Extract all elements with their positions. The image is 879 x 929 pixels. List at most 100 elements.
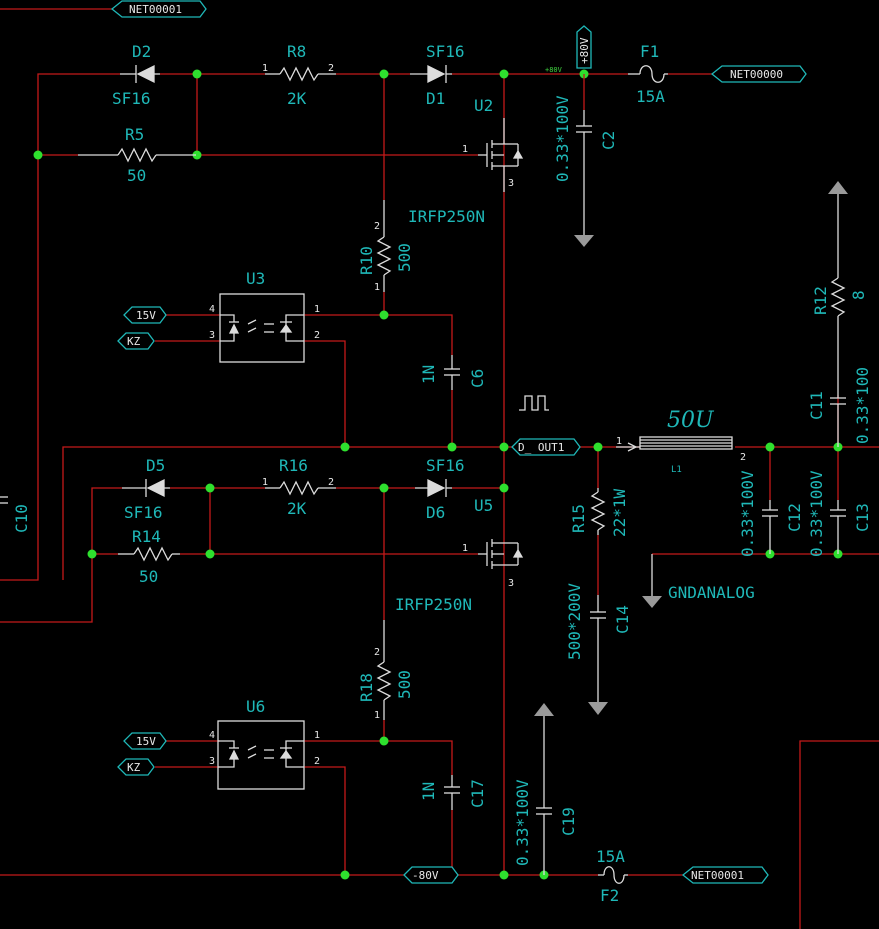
u3-ref: U3 [246,269,265,288]
c14-ref: C14 [613,605,632,634]
port-top-net[interactable]: NET00001 [110,0,207,18]
c12-ref: C12 [785,503,804,532]
c19-value: 0.33*100V [513,779,532,866]
port-plus80[interactable]: +80V [576,25,592,69]
fuse-f1[interactable] [628,65,668,83]
net-label-plus80: +80V [545,66,563,74]
ground-arrows [534,74,848,875]
port-u6-15v[interactable]: 15V [123,732,167,750]
capacitor-c11[interactable] [830,380,846,447]
r14-value: 50 [139,567,158,586]
c13-ref: C13 [853,503,872,532]
port-top-net-label: NET00001 [129,3,182,16]
resistor-r16[interactable] [265,480,336,496]
fuse-f2[interactable] [598,866,628,884]
resistor-r12[interactable] [830,270,846,380]
resistor-r8[interactable] [265,66,336,82]
c17-ref: C17 [468,779,487,808]
diode-d1[interactable] [410,64,452,84]
f2-value: 15A [596,847,625,866]
r5-ref: R5 [125,125,144,144]
resistor-r18[interactable] [376,620,392,720]
r10-pin2: 2 [374,221,380,232]
f2-ref: F2 [600,886,619,905]
c14-value: 500*200V [565,583,584,660]
capacitor-c19[interactable] [536,790,552,825]
port-u6-kz-label: KZ [127,761,141,774]
c6-ref: C6 [468,369,487,388]
u2-value: IRFP250N [408,207,485,226]
c13-value: 0.33*100V [807,470,826,557]
port-u6-kz[interactable]: KZ [117,758,155,776]
u6-ref: U6 [246,697,265,716]
inductor-l1[interactable] [616,436,733,452]
u2-pin3: 3 [508,178,514,189]
f1-value: 15A [636,87,665,106]
c11-ref: C11 [807,391,826,420]
port-d-out[interactable]: D_ OUT1 [511,438,581,456]
u6-pin4: 4 [209,730,215,741]
capacitor-c17[interactable] [444,775,460,810]
diode-d6[interactable] [415,478,452,498]
mosfet-u2[interactable] [478,118,524,192]
r15-ref: R15 [569,504,588,533]
port-bottom-net[interactable]: NET00001 [681,866,769,884]
d2-value: SF16 [112,89,151,108]
up-arrow-r12 [828,181,848,194]
u5-pin3: 3 [508,578,514,589]
c6-value: 1N [419,365,438,384]
r12-ref: R12 [811,286,830,315]
capacitor-c2[interactable] [576,110,592,148]
port-bottom-net-label: NET00001 [691,869,744,882]
ground-arrow-gndanalog [642,596,662,608]
diode-d5[interactable] [122,478,170,498]
d5-value: SF16 [124,503,163,522]
port-right-top-net[interactable]: NET00000 [710,65,807,83]
u5-value: IRFP250N [395,595,472,614]
capacitor-c14[interactable] [590,595,606,635]
port-u3-kz[interactable]: KZ [117,332,155,350]
r18-ref: R18 [357,673,376,702]
port-minus80[interactable]: -80V [403,866,459,884]
capacitor-c6[interactable] [444,355,460,390]
resistor-r14[interactable] [118,546,180,562]
r12-value: 8 [849,290,868,300]
diode-d2[interactable] [120,64,160,84]
resistor-r10[interactable] [376,200,392,292]
port-plus80-label: +80V [578,37,591,64]
f1-ref: F1 [640,42,659,61]
port-d-out-label: D_ OUT1 [518,441,564,454]
r8-pin1: 1 [262,63,268,74]
optocoupler-u6[interactable] [217,720,305,790]
r16-value: 2K [287,499,307,518]
r16-pin1: 1 [262,477,268,488]
port-u3-15v[interactable]: 15V [123,306,167,324]
capacitor-c13[interactable] [830,500,846,554]
c19-ref: C19 [559,807,578,836]
r8-value: 2K [287,89,307,108]
resistor-r5[interactable] [78,147,196,163]
resistor-r15[interactable] [590,488,606,535]
capacitor-c10[interactable] [0,496,8,504]
r18-pin1: 1 [374,710,380,721]
c11-value: 0.33*100 [853,367,872,444]
u2-pin1: 1 [462,144,468,155]
r10-value: 500 [395,243,414,272]
d1-value: SF16 [426,42,465,61]
d6-ref: D6 [426,503,445,522]
d5-ref: D5 [146,456,165,475]
optocoupler-u3[interactable] [219,293,305,363]
r14-ref: R14 [132,527,161,546]
d6-value: SF16 [426,456,465,475]
mosfet-u5[interactable] [478,539,524,569]
c12-value: 0.33*100V [738,470,757,557]
l1-pin2: 2 [740,452,746,463]
port-minus80-label: -80V [412,869,439,882]
r10-pin1: 1 [374,282,380,293]
port-u3-kz-label: KZ [127,335,141,348]
capacitor-c12[interactable] [762,500,778,554]
u3-pin2: 2 [314,330,320,341]
l1-value: 50U [667,408,715,433]
l1-ref: L1 [671,465,682,475]
